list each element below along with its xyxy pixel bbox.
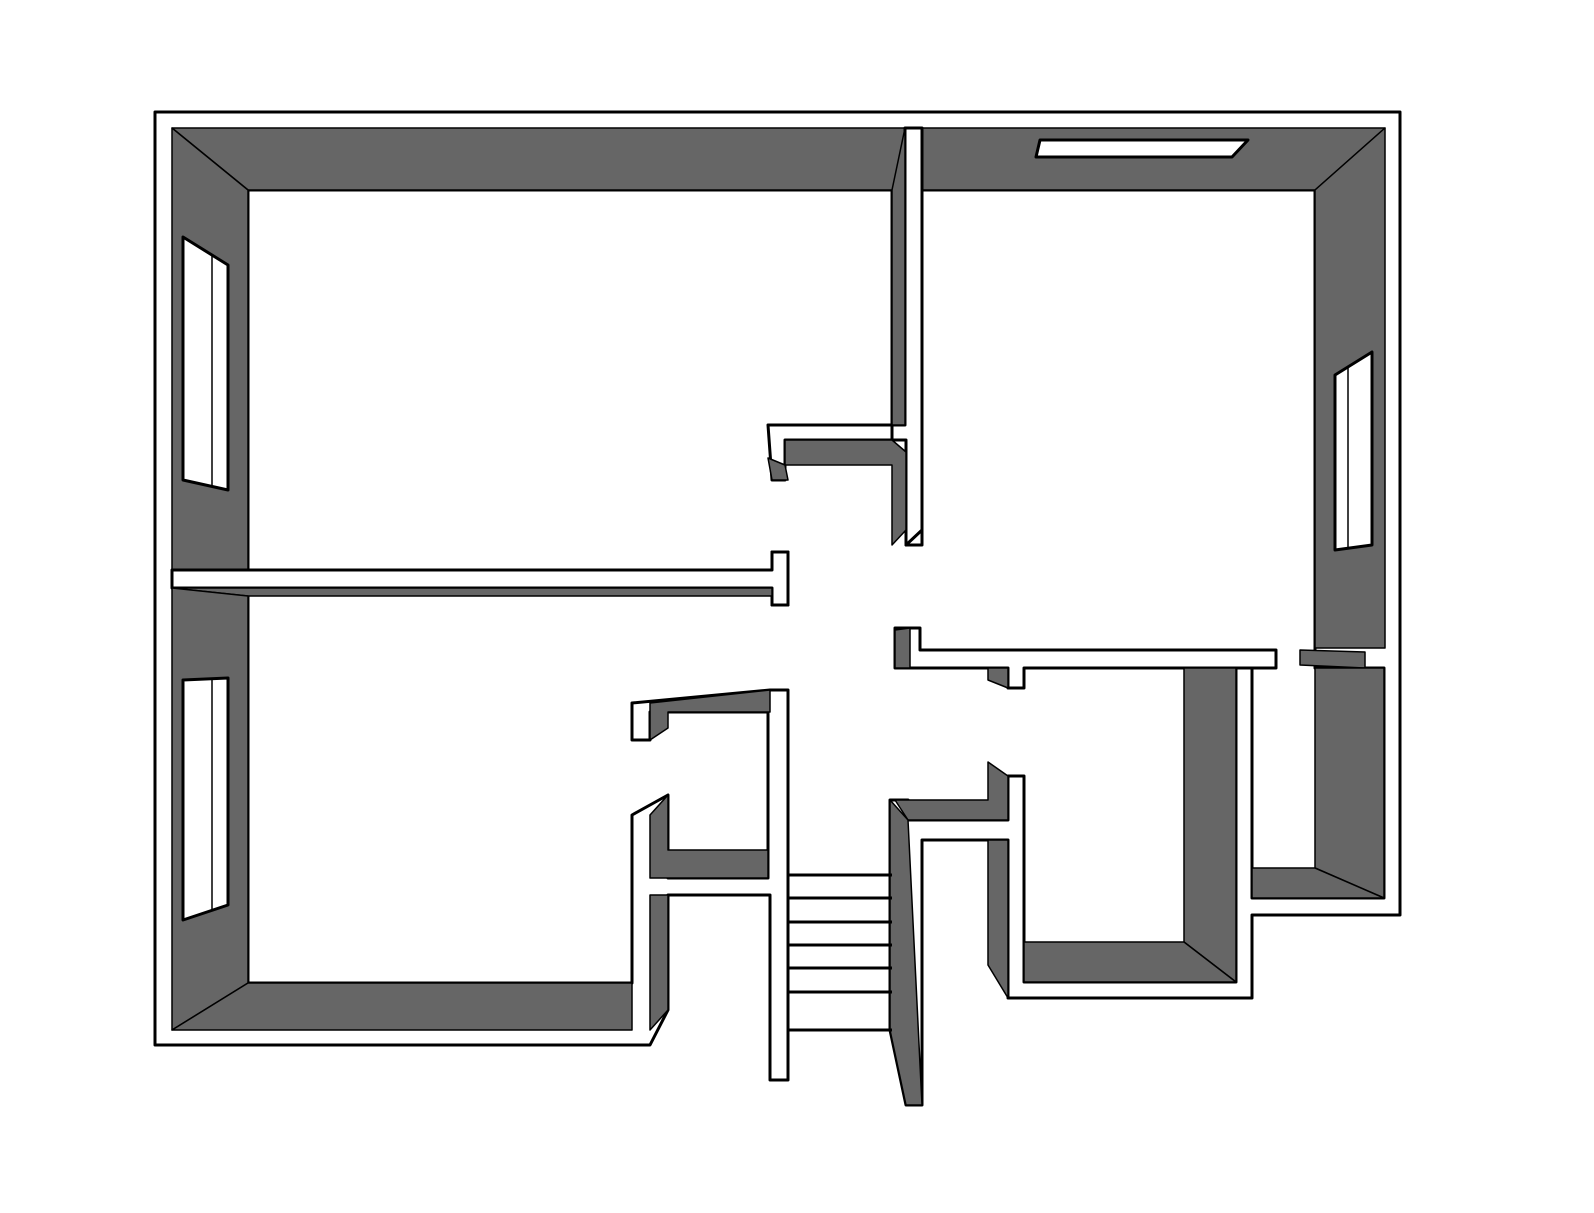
door-jamb-upper-end <box>767 457 789 481</box>
partition-shadow-top <box>891 127 906 426</box>
bathroom-right-wall <box>1183 667 1237 983</box>
wing-right-wall <box>1314 667 1385 899</box>
wall-top-left-room-top <box>171 127 906 191</box>
partition-horizontal-left <box>170 550 790 607</box>
staircase <box>788 873 892 1032</box>
closet-edge-shadow <box>649 894 669 1031</box>
partition-horizontal-shadow <box>171 587 773 597</box>
partition-right-shadow <box>894 627 911 669</box>
window-left-upper <box>181 235 230 492</box>
wing-bottom-wall <box>1251 867 1385 899</box>
wall-right-wing-shadow <box>1299 649 1366 669</box>
closet-top-shadow <box>649 689 771 741</box>
window-right <box>1333 350 1374 552</box>
bathroom-left-wall <box>987 839 1009 999</box>
door-jamb-upper <box>784 439 907 546</box>
wall-bottom-left-room-bottom <box>171 982 633 1031</box>
wall-top-right-room-top <box>921 127 1386 191</box>
partition-right-notch <box>987 667 1009 689</box>
closet-wall-shadow <box>649 794 769 879</box>
stair-wall-top <box>894 761 1009 821</box>
partition-horizontal-right <box>893 626 1278 690</box>
window-left-lower <box>181 676 230 922</box>
window-top-right <box>1034 138 1250 159</box>
bathroom-bottom-wall <box>1023 941 1237 983</box>
